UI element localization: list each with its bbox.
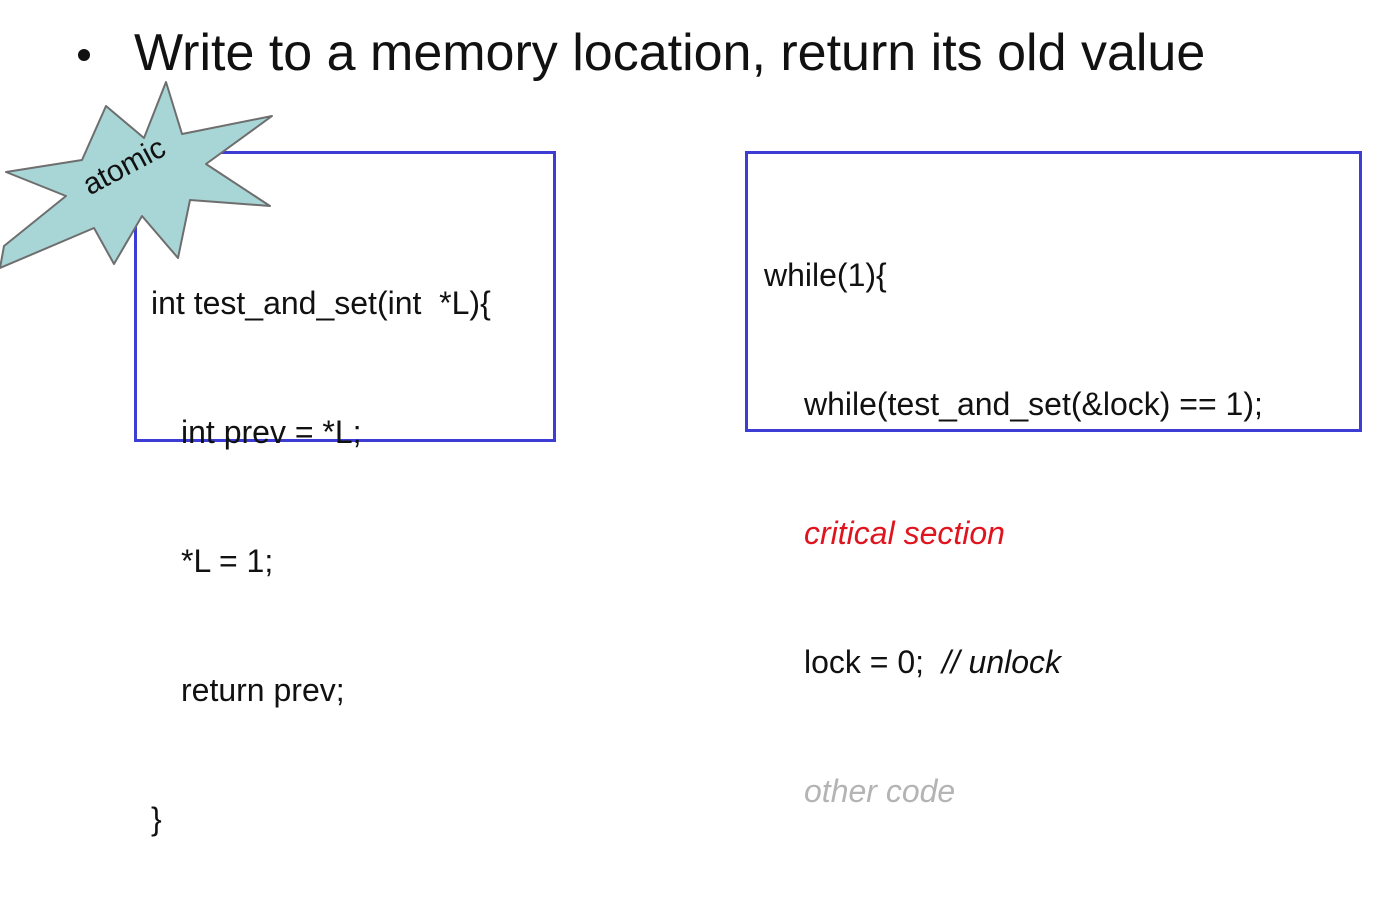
- code-line-close-brace: }: [151, 801, 162, 837]
- unlock-statement: lock = 0;: [804, 644, 942, 680]
- code-line-prev: int prev = *L;: [181, 414, 362, 450]
- burst-star: [0, 81, 273, 269]
- code-line-signature: int test_and_set(int *L){: [151, 285, 491, 321]
- code-line-other-code: other code: [804, 773, 956, 809]
- spinlock-code-box: while(1){ while(test_and_set(&lock) == 1…: [745, 151, 1362, 904]
- bullet-dot: [78, 49, 90, 61]
- code-line-while-outer: while(1){: [764, 257, 887, 293]
- code-line-close-brace: }: [764, 899, 1359, 904]
- code-line-critical-section: critical section: [804, 515, 1005, 551]
- code-line-return: return prev;: [181, 672, 345, 708]
- code-line-while-spin: while(test_and_set(&lock) == 1);: [804, 386, 1263, 422]
- atomic-burst-shape: atomic: [0, 81, 273, 269]
- unlock-comment: // unlock: [941, 644, 1062, 680]
- bullet-item: Write to a memory location, return its o…: [78, 18, 1205, 88]
- code-line-unlock: lock = 0; // unlock: [764, 641, 1359, 684]
- code-line-assign: *L = 1;: [181, 543, 274, 579]
- bullet-text: Write to a memory location, return its o…: [134, 24, 1206, 82]
